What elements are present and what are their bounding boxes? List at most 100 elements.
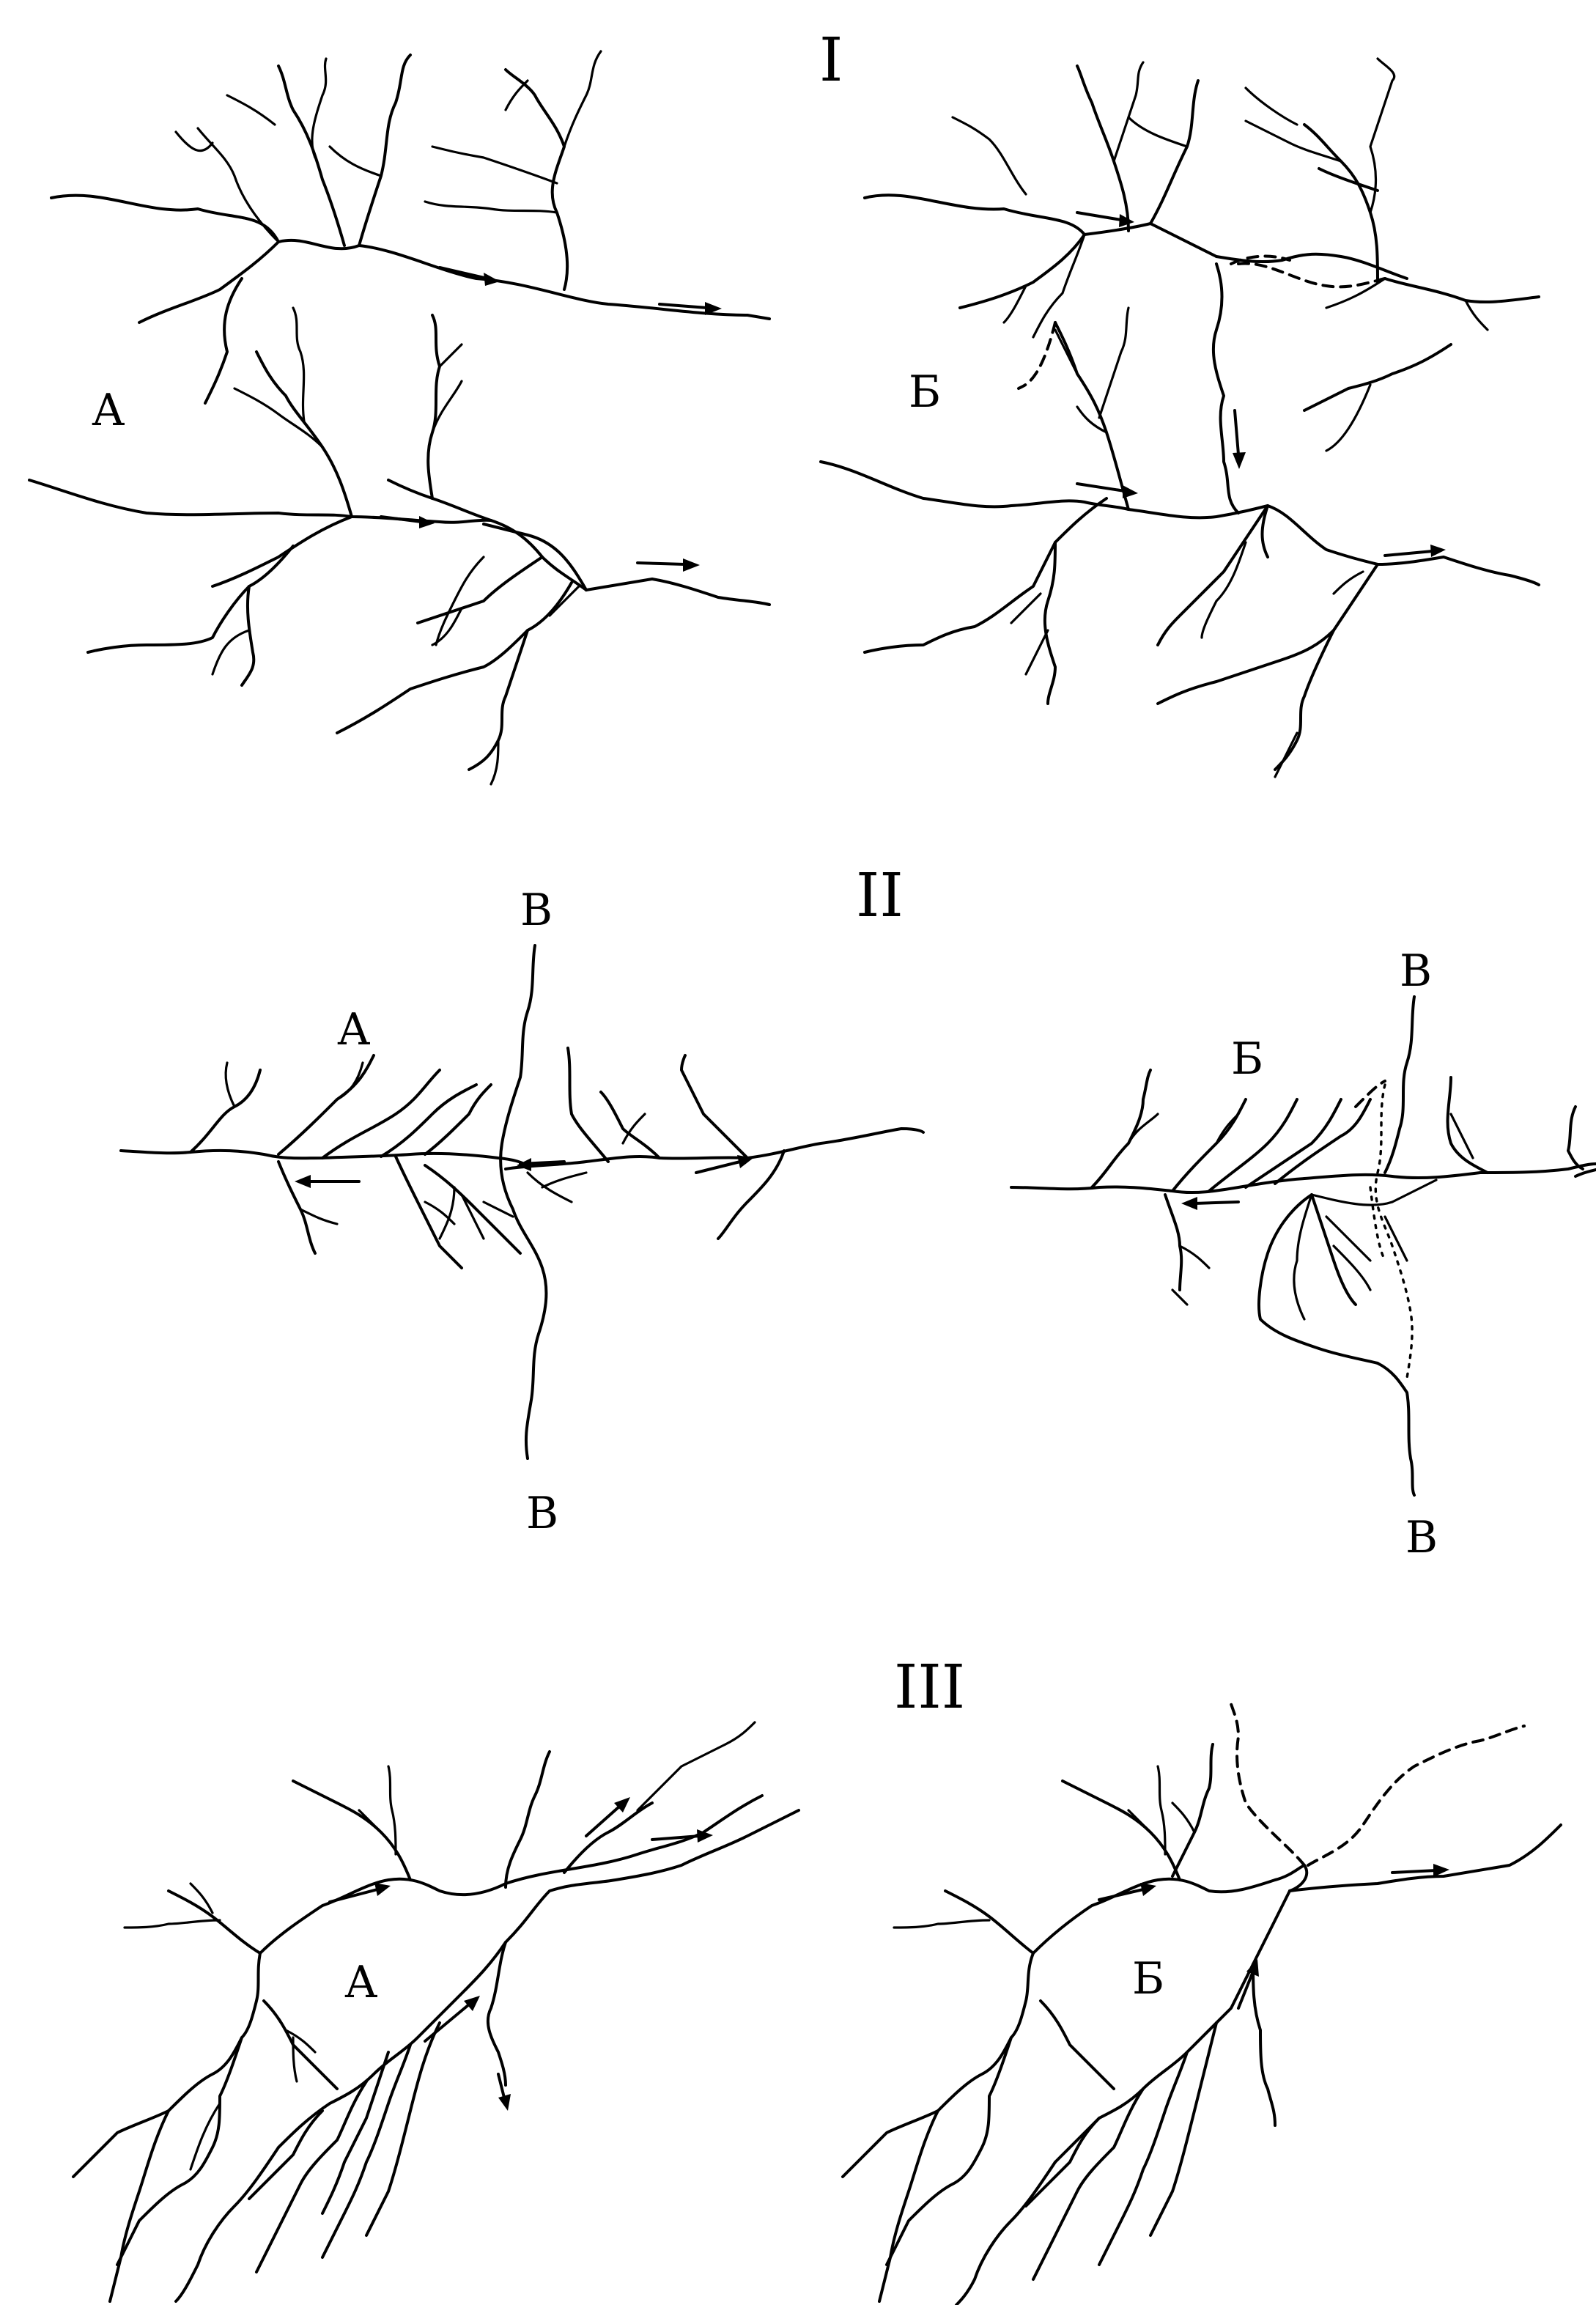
capture-former-channel xyxy=(1307,1725,1526,1867)
river-tributary xyxy=(1464,299,1489,331)
section-label-I: I xyxy=(819,26,843,95)
river-tributary xyxy=(292,2036,298,2083)
panel-III-B: Б xyxy=(841,1703,1562,2305)
river-channel xyxy=(1574,1168,1596,1178)
river-channel xyxy=(1010,1177,1306,1195)
river-tributary xyxy=(958,233,1086,309)
river-tributary xyxy=(380,1083,478,1158)
river-tributary xyxy=(1156,504,1269,646)
river-tributary xyxy=(255,350,353,518)
river-tributary xyxy=(1274,731,1298,778)
river-tributary xyxy=(1098,2051,1189,2266)
river-tributary xyxy=(563,50,602,148)
river-channel xyxy=(504,1809,800,1944)
river-tributary xyxy=(526,1171,573,1203)
river-tributary xyxy=(438,343,463,368)
flow-arrow xyxy=(328,1888,379,1903)
river-tributary xyxy=(292,306,306,423)
river-tributary xyxy=(1054,1889,1291,2164)
river-tributary xyxy=(424,1083,492,1156)
river-tributary xyxy=(1127,1113,1159,1145)
capture-former-channel xyxy=(1017,321,1057,390)
river-tributary xyxy=(1567,1105,1584,1170)
panel-label-I-A: А xyxy=(92,385,125,436)
river-tributary xyxy=(1260,504,1269,558)
flow-arrow xyxy=(424,2003,470,2043)
river-tributary xyxy=(504,68,569,291)
river-channel xyxy=(1288,1823,1562,1892)
river-tributary xyxy=(1274,1098,1372,1185)
flow-arrowhead xyxy=(464,1996,480,2011)
flow-arrow xyxy=(438,266,489,280)
river-tributary xyxy=(284,2029,317,2054)
river-tributary xyxy=(636,1743,727,1812)
flow-arrow xyxy=(1098,1888,1145,1901)
river-tributary xyxy=(548,585,580,617)
river-tributary xyxy=(1318,167,1379,192)
river-channel xyxy=(585,578,771,606)
flow-arrow xyxy=(1383,550,1434,557)
river-tributary xyxy=(336,1061,364,1101)
river-tributary xyxy=(1098,306,1130,419)
river-tributary xyxy=(240,585,256,687)
river-tributary xyxy=(951,116,1027,196)
river-tributary xyxy=(563,1801,654,1874)
endpoint-label-bottom: B xyxy=(1405,1512,1438,1563)
panel-label-I-B: Б xyxy=(909,366,941,418)
capture-former-channel xyxy=(1230,1703,1306,1867)
river-tributary xyxy=(431,380,463,434)
flow-arrowhead xyxy=(705,302,722,315)
river-tributary xyxy=(311,57,328,159)
capture-divide xyxy=(1374,1083,1414,1379)
river-tributary xyxy=(1178,1244,1211,1269)
river-tributary xyxy=(358,1809,383,1834)
river-channel xyxy=(259,1794,764,1955)
river-tributary xyxy=(486,1941,507,2087)
flow-arrowhead xyxy=(683,558,700,572)
flow-arrowhead xyxy=(697,1829,713,1843)
flow-arrowhead xyxy=(737,1155,753,1168)
river-tributary xyxy=(116,2036,243,2266)
river-tributary xyxy=(321,2043,412,2259)
river-tributary xyxy=(1024,629,1049,676)
river-tributary xyxy=(680,1054,749,1159)
river-tributary xyxy=(1127,116,1189,148)
flow-arrowhead xyxy=(614,1797,630,1812)
river-tributary xyxy=(1310,1193,1394,1206)
flow-arrow xyxy=(651,1834,701,1841)
river-tributary xyxy=(460,1193,485,1240)
river-tributary xyxy=(123,1919,221,1929)
panel-II-B: Б B B xyxy=(1010,945,1596,1563)
river-tributary xyxy=(224,1061,236,1108)
river-tributary xyxy=(1171,1098,1247,1192)
river-tributary xyxy=(541,1171,588,1189)
river-tributary xyxy=(426,314,441,500)
river-tributary xyxy=(1156,1765,1167,1856)
panel-label-III-A: А xyxy=(344,1957,377,2008)
river-tributary xyxy=(1325,383,1372,452)
capture-former-channel xyxy=(1354,1080,1386,1108)
river-tributary xyxy=(1244,119,1342,163)
river-tributary xyxy=(72,1952,262,2178)
flow-arrow xyxy=(636,561,687,566)
flow-arrowhead xyxy=(1123,485,1138,498)
river-tributary xyxy=(1449,1113,1474,1159)
river-channel xyxy=(1127,504,1379,566)
river-tributary xyxy=(394,1155,463,1269)
flow-arrowhead xyxy=(1430,545,1446,557)
river-tributary xyxy=(277,64,346,247)
river-tributary xyxy=(1369,57,1396,214)
flow-arrowhead xyxy=(1233,452,1246,469)
river-tributary xyxy=(1149,79,1200,225)
river-tributary xyxy=(416,556,544,624)
river-channel xyxy=(50,193,771,320)
river-tributary xyxy=(599,1091,661,1159)
flow-arrowhead xyxy=(498,2094,511,2111)
river-channel xyxy=(1032,1864,1306,1955)
river-channel-lower xyxy=(1376,1362,1416,1497)
river-tributary xyxy=(1054,321,1130,511)
section-label-III: III xyxy=(894,1653,965,1722)
flow-arrowhead xyxy=(517,1158,531,1171)
flow-arrowhead xyxy=(1119,214,1134,227)
river-tributary xyxy=(365,2021,441,2237)
